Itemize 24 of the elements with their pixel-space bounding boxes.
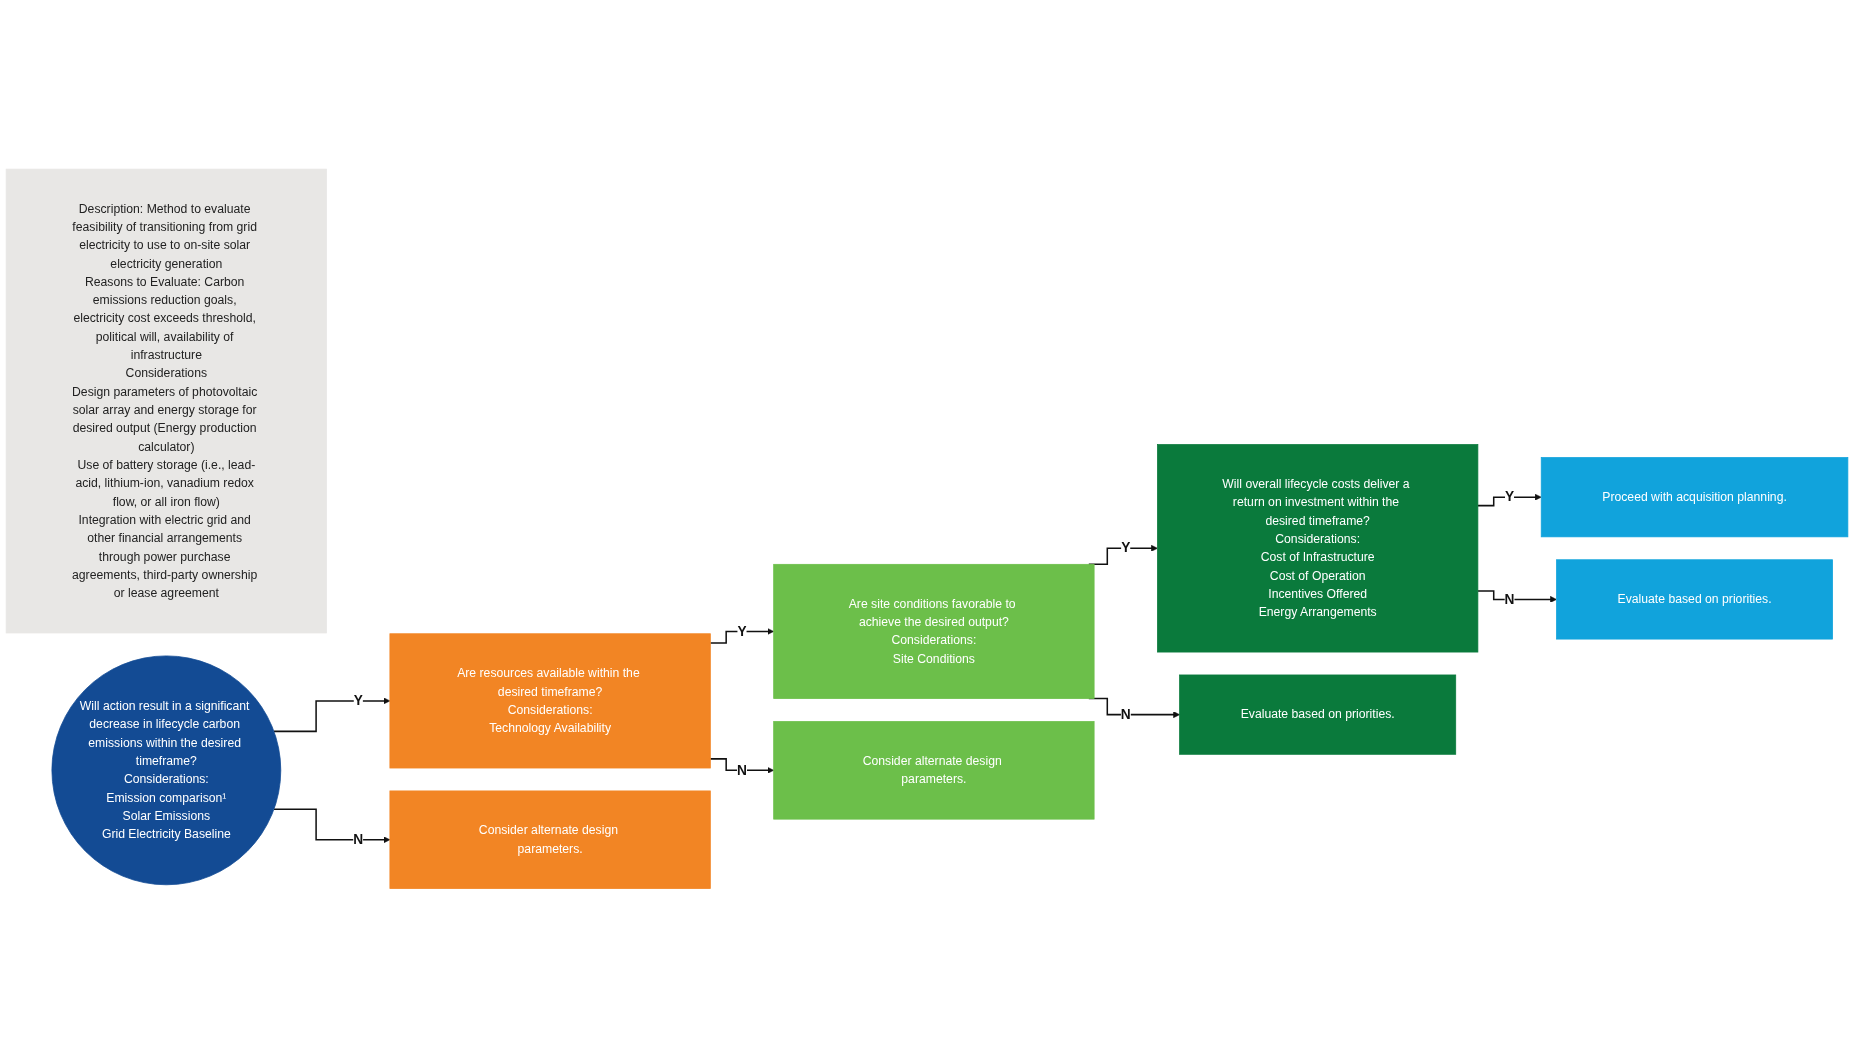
- arrow: [1477, 589, 1557, 603]
- edge-label: Y: [737, 623, 747, 639]
- edge-label: N: [1120, 706, 1131, 722]
- arrow: [273, 808, 391, 843]
- edge-label: Y: [353, 692, 363, 708]
- edge-label: Y: [1121, 539, 1131, 556]
- node-box: Evaluate based on priorities.: [1556, 559, 1833, 640]
- node-box: Description: Method to evaluate feasibility of transitioning from grid electricity to use to on-site solar electricity generation Reasons to Evaluate: Carbon emissions reduction goals, electricity cost exceeds threshold, political will, availability of infrastructure Considerations Design parameters of photovoltaic solar array and energy storage for desired output (Energy production calculator) Use of battery storage (i.e., lead-acid, lithium-ion, vanadium redox flow, or all iron flow) Integration with electric grid and other financial arrangements through power purchase agreements, third-party ownership or lease agreement: [5, 168, 327, 634]
- edge-label: N: [353, 831, 364, 847]
- arrow: [1477, 493, 1542, 507]
- node-box: Evaluate based on priorities.: [1179, 674, 1457, 755]
- arrow: [709, 757, 774, 774]
- node-box: Proceed with acquisition planning.: [1540, 456, 1849, 537]
- edge-label: Y: [1504, 488, 1515, 505]
- node-circle: Will action result in a significant decrease in lifecycle carbon emissions within the desired timeframe? Considerations: Emission comparison¹ Solar Emissions Grid Electricity Baseline: [51, 655, 282, 885]
- node-box: Are site conditions favorable to achieve the desired output? Considerations: Site Conditions: [773, 563, 1095, 699]
- node-box: Will overall lifecycle costs deliver a return on investment within the desired timeframe? Considerations: Cost of Infrastructure Cost of Operation Incentives Offered Energy Arrangements: [1157, 443, 1479, 653]
- node-box: Consider alternate design parameters.: [389, 790, 711, 889]
- node-box: Consider alternate design parameters.: [773, 720, 1095, 820]
- arrow: [709, 627, 774, 644]
- edge-label: N: [1504, 591, 1515, 607]
- node-box: Are resources available within the desired timeframe? Considerations: Technology Availability: [389, 633, 711, 769]
- arrow: [273, 697, 391, 732]
- edge-label: N: [737, 761, 747, 778]
